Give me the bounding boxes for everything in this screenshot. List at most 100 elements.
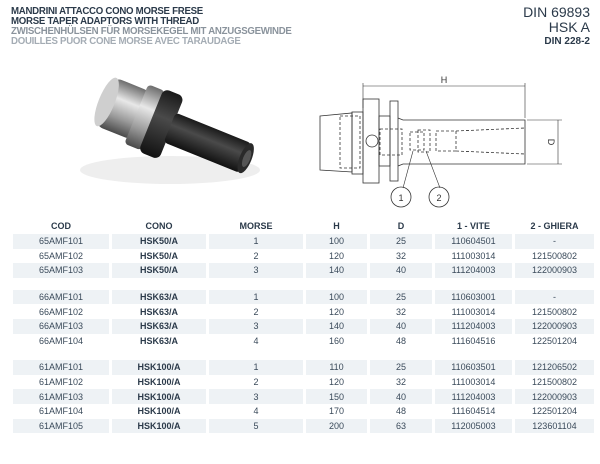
standard-label: DIN 69893 [523, 4, 590, 20]
dimension-h-label: H [441, 75, 448, 85]
product-photo [80, 77, 260, 184]
table-cell: 66AMF102 [38, 306, 84, 317]
title-french: DOUILLES PUOR CONE MORSE AVEC TARAUDAGE [11, 35, 241, 47]
table-cell: HSK50/A [139, 250, 178, 261]
table-cell: 48 [395, 406, 406, 417]
table-cell: 25 [370, 234, 432, 249]
table-cell: 110603001 [435, 289, 512, 305]
table-cell: 48 [395, 335, 406, 346]
table-cell: 65AMF102 [38, 250, 84, 261]
title-italian: MANDRINI ATTACCO CONO MORSE FRESE [11, 5, 203, 17]
table-cell: 65AMF103 [13, 263, 109, 278]
table-cell: 160 [328, 335, 345, 346]
table-cell: HSK63/A [112, 318, 206, 334]
table-cell: 40 [370, 389, 432, 404]
table-cell: 40 [370, 318, 432, 334]
table-cell: 121500802 [531, 377, 578, 388]
table-cell: HSK63/A [139, 306, 178, 317]
table-cell: 122501204 [531, 406, 578, 417]
callout-1-label: 1 [398, 193, 403, 203]
table-cell: 100 [306, 234, 367, 249]
table-cell: 111003014 [451, 377, 496, 388]
table-cell: 1 [209, 234, 303, 249]
table-cell: 63 [370, 418, 432, 434]
table-cell: 66AMF101 [13, 289, 109, 305]
table-cell: 170 [328, 406, 345, 417]
table-cell: - [515, 289, 594, 305]
group-spacer [13, 348, 594, 360]
table-cell: 3 [209, 263, 303, 278]
table-cell: 32 [395, 306, 406, 317]
table-cell: 5 [209, 418, 303, 434]
table-cell: 120 [328, 250, 345, 261]
table-cell: 122501204 [531, 335, 578, 346]
table-cell: HSK50/A [112, 263, 206, 278]
table-cell: 32 [395, 377, 406, 388]
column-header: COD [51, 220, 71, 231]
table-cell: HSK100/A [137, 377, 181, 388]
table-cell: 111604516 [451, 335, 496, 346]
table-cell: 2 [253, 377, 259, 388]
table-cell: HSK63/A [112, 289, 206, 305]
dimension-d-label: D [546, 139, 556, 146]
table-cell: 111204003 [435, 389, 512, 404]
technical-drawing [319, 83, 562, 208]
table-cell: 25 [370, 360, 432, 375]
table-cell: 123601104 [515, 418, 594, 434]
standard2-label: DIN 228-2 [544, 36, 590, 47]
table-cell: - [515, 234, 594, 249]
group-spacer [13, 278, 594, 290]
column-header: D [397, 220, 405, 231]
table-cell: 2 [253, 306, 259, 317]
table-cell: 120 [328, 306, 345, 317]
table-cell: HSK50/A [112, 234, 206, 249]
table-cell: 111604514 [451, 406, 496, 417]
column-header: CONO [145, 220, 173, 231]
table-cell: 61AMF103 [13, 389, 109, 404]
table-cell: HSK63/A [139, 335, 178, 346]
table-cell: 66AMF103 [13, 318, 109, 334]
table-cell: 122000903 [515, 263, 594, 278]
table-cell: 100 [306, 289, 367, 305]
table-cell: 40 [370, 263, 432, 278]
table-cell: 66AMF104 [38, 335, 84, 346]
title-german: ZWISCHENHÜLSEN FÜR MORSEKEGEL MIT ANZUGS… [11, 25, 292, 37]
table-cell: 4 [253, 335, 259, 346]
table-cell: HSK100/A [137, 406, 181, 417]
table-cell: 1 [209, 289, 303, 305]
table-cell: 200 [306, 418, 367, 434]
table-cell: 112005003 [435, 418, 512, 434]
table-cell: 65AMF101 [13, 234, 109, 249]
column-header: 2 - GHIERA [530, 220, 579, 231]
table-cell: HSK100/A [112, 360, 206, 375]
table-cell: 111003014 [451, 250, 496, 261]
column-header: H [333, 220, 340, 231]
table-cell: 110 [306, 360, 367, 375]
product-illustrations: H D 1 2 [80, 75, 562, 208]
callout-2-label: 2 [436, 193, 441, 203]
table-cell: 32 [395, 250, 406, 261]
table-row: 65AMF102 HSK50/A 2 120 32 111003014 121500802 [13, 249, 594, 264]
table-cell: HSK100/A [112, 418, 206, 434]
table-cell: 2 [253, 250, 259, 261]
table-cell: 121500802 [531, 306, 578, 317]
table-cell: 122000903 [515, 318, 594, 334]
table-cell: 3 [209, 318, 303, 334]
table-cell: HSK100/A [112, 389, 206, 404]
table-cell: 3 [209, 389, 303, 404]
column-header: MORSE [239, 220, 273, 231]
table-cell: 140 [306, 263, 367, 278]
table-row: 66AMF104 HSK63/A 4 160 48 111604516 122501204 [13, 334, 594, 349]
table-cell: 61AMF102 [38, 377, 84, 388]
table-cell: 61AMF105 [13, 418, 109, 434]
table-cell: 121500802 [531, 250, 578, 261]
